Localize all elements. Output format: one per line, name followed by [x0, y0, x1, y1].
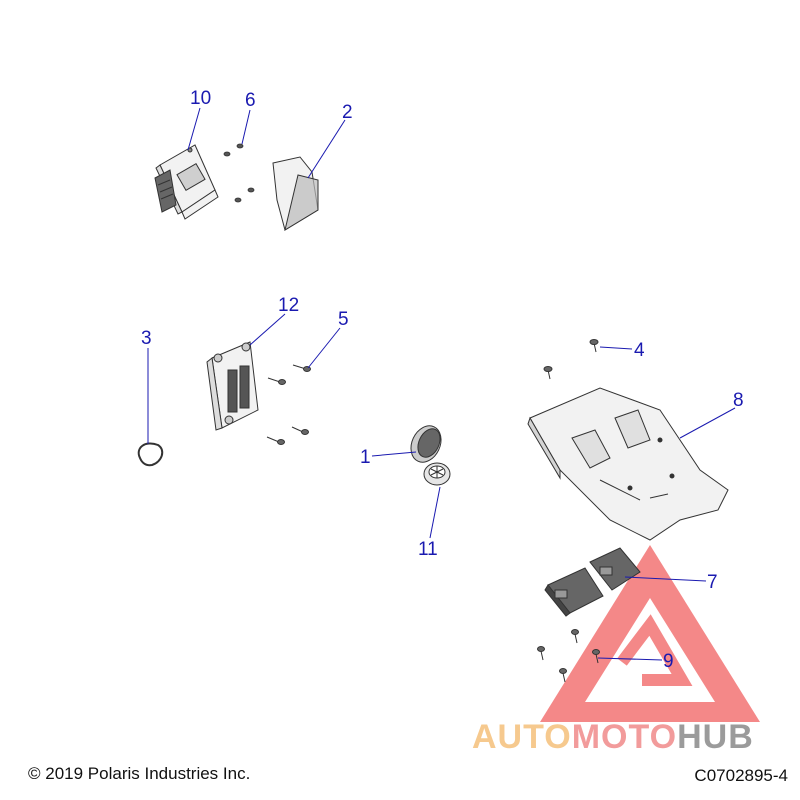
watermark-hub: HUB: [677, 718, 754, 756]
callout-9: 9: [663, 651, 674, 672]
part-5-bolts: [266, 364, 311, 445]
part-1-grommet-cap: [410, 425, 442, 463]
part-2-cover-plate: [272, 156, 319, 232]
callout-3: 3: [141, 328, 152, 349]
copyright-text: © 2019 Polaris Industries Inc.: [28, 764, 251, 783]
callout-8: 8: [733, 390, 744, 411]
diagram-code: C0702895-4: [694, 766, 788, 785]
callout-2: 2: [342, 102, 353, 123]
callout-5: 5: [338, 309, 349, 330]
part-8-mounting-plate: [527, 387, 729, 541]
watermark-moto: MOTO: [572, 718, 677, 756]
part-12-controller-module: [206, 341, 259, 431]
leader-lines: [147, 107, 736, 661]
callout-10: 10: [190, 88, 211, 109]
callout-6: 6: [245, 90, 256, 111]
watermark-logo: [540, 545, 760, 722]
watermark-wordmark: AUTOMOTOHUB: [472, 718, 754, 756]
callout-11: 11: [418, 539, 438, 560]
callout-7: 7: [707, 572, 718, 593]
callout-1: 1: [360, 447, 371, 468]
part-9-bolts: [537, 629, 600, 683]
part-3-strap-clamp: [137, 442, 164, 467]
part-4-screws: [543, 339, 599, 380]
part-10-ecu-module: [154, 144, 219, 220]
part-11-grommet: [423, 462, 451, 486]
svg-text:AUTOMOTOHUB: AUTOMOTOHUB: [472, 718, 754, 756]
callout-12: 12: [278, 295, 299, 316]
part-6-screws: [223, 143, 255, 203]
watermark-auto: AUTO: [472, 718, 572, 756]
callout-4: 4: [634, 340, 645, 361]
callout-labels: 10 6 2 12 5 3 4 8 1 11 7 9: [141, 88, 744, 672]
part-7-ecu-unit: [544, 547, 641, 617]
